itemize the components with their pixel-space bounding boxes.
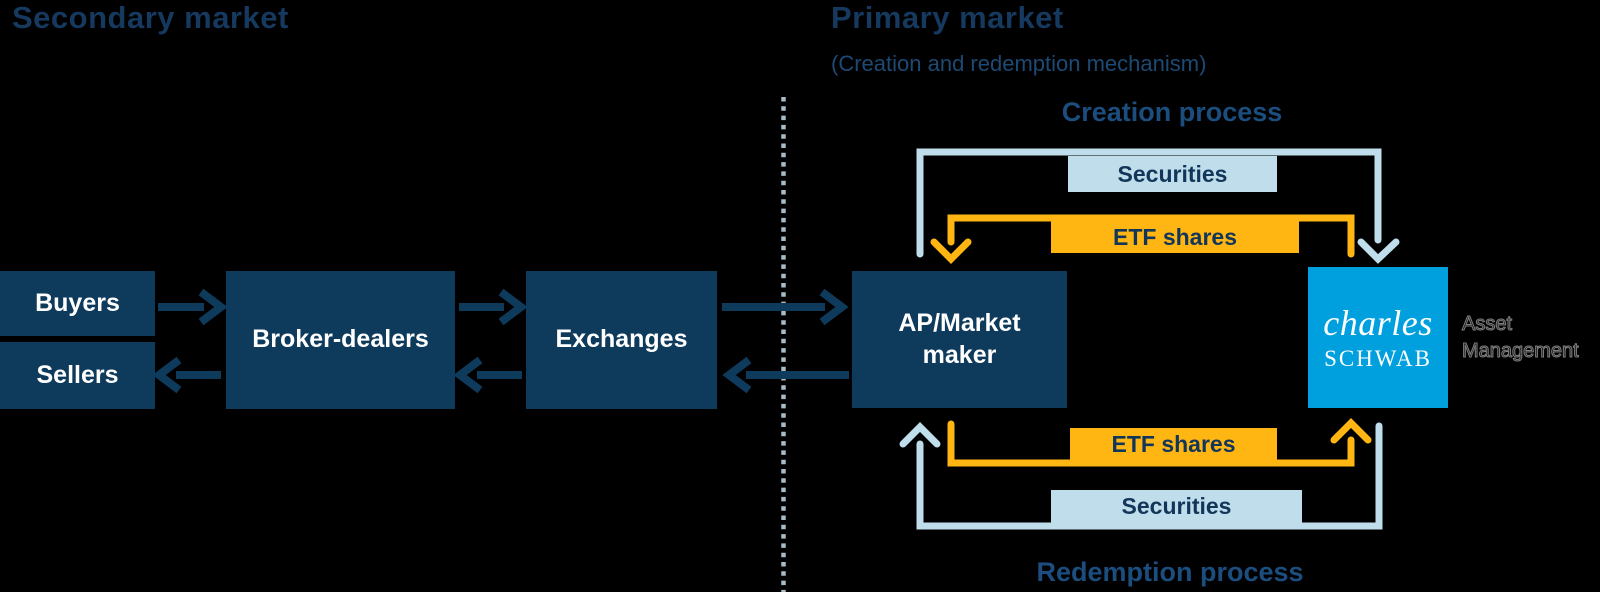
ap-market-maker-label: AP/Market maker (898, 309, 1021, 369)
arrow-broker-dealers-to-exchanges (459, 288, 528, 326)
arrow-exchanges-to-broker-dealers (453, 356, 522, 394)
sellers-box: Sellers (0, 342, 155, 409)
creation-etf-shares-label: ETF shares (1051, 221, 1299, 253)
schwab-logo-schwab: SCHWAB (1324, 346, 1432, 371)
sellers-label: Sellers (36, 360, 119, 389)
secondary-market-title: Secondary market (12, 0, 289, 35)
broker-dealers-label: Broker-dealers (252, 325, 429, 354)
creation-process-title: Creation process (1061, 97, 1283, 127)
schwab-logo: charles SCHWAB (1308, 267, 1448, 408)
arrow-ap-market-maker-to-exchanges (722, 356, 849, 394)
redemption-process-title: Redemption process (1036, 557, 1304, 587)
primary-market-title: Primary market (831, 0, 1064, 35)
broker-dealers-box: Broker-dealers (226, 271, 455, 409)
buyers-box: Buyers (0, 271, 155, 336)
arrow-buyers-to-broker-dealers (158, 288, 228, 326)
redemption-etf-shares-label: ETF shares (1070, 428, 1277, 460)
exchanges-label: Exchanges (555, 325, 688, 354)
exchanges-box: Exchanges (526, 271, 717, 409)
redemption-securities-label: Securities (1051, 490, 1302, 523)
asset-management-label: Asset Management (1462, 313, 1580, 363)
primary-market-subtitle: (Creation and redemption mechanism) (831, 51, 1207, 76)
arrow-exchanges-to-ap-market-maker (722, 288, 849, 326)
arrow-broker-dealers-to-sellers (152, 356, 221, 394)
creation-securities-label: Securities (1068, 156, 1277, 192)
schwab-logo-charles: charles (1323, 303, 1433, 343)
ap-market-maker-box: AP/Market maker (852, 271, 1067, 408)
buyers-label: Buyers (35, 288, 120, 317)
